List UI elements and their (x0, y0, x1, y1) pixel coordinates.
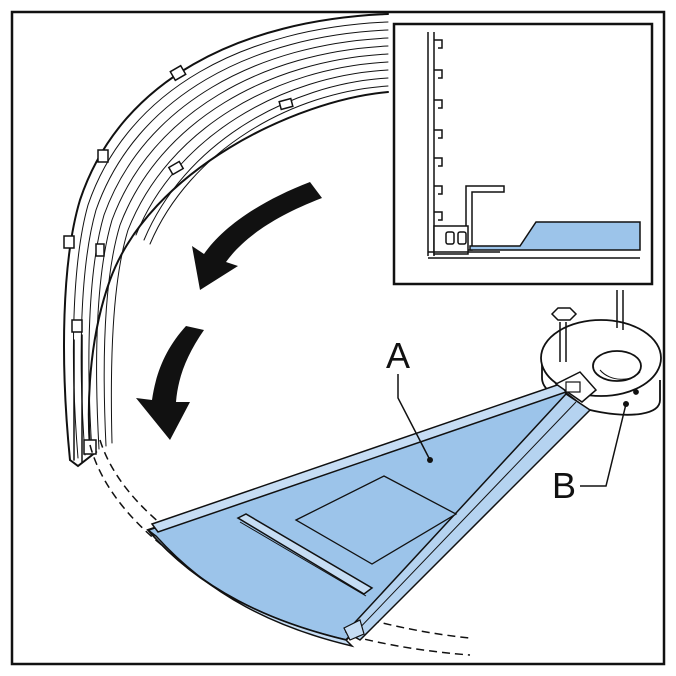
detail-inset (392, 22, 654, 286)
curved-wall (63, 13, 389, 468)
curved-arrow-icon (136, 326, 204, 440)
callout-label-b: B (552, 465, 576, 506)
panel-a (146, 371, 598, 648)
callout-a: A (386, 335, 433, 463)
bolt-icon (550, 307, 578, 362)
wall-clips (63, 64, 294, 455)
callout-b: B (552, 401, 629, 506)
diagram-frame (10, 10, 666, 666)
callout-label-a: A (386, 335, 410, 376)
curved-arrow-icon (192, 182, 322, 290)
